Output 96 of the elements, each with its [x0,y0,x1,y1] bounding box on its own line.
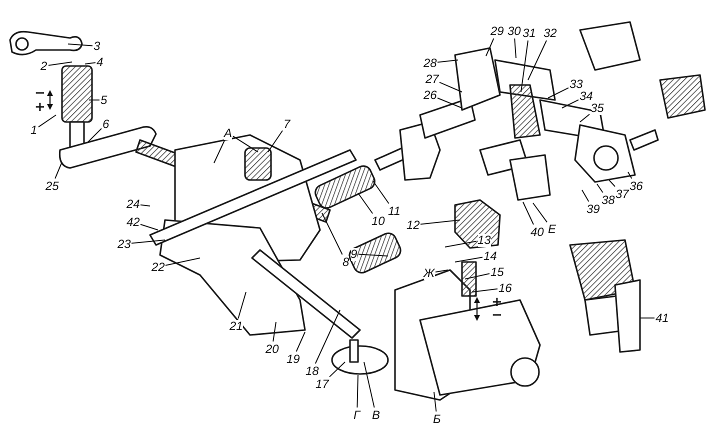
callout-number: В [372,408,380,422]
callout-number: 27 [426,72,439,86]
callout-number: 33 [570,78,583,90]
callout-number: 34 [580,90,593,102]
callout-number: Б [433,412,441,426]
callout-number: 15 [490,266,504,278]
leader-line [562,99,579,108]
callout-number: 18 [306,364,319,378]
callout-number: Ж [424,266,435,280]
callout-number: 42 [126,216,140,228]
leader-line [296,332,306,352]
leader-line [88,128,102,142]
leader-line [140,224,158,230]
callout-number: 26 [424,88,437,102]
callout-number: 23 [118,238,131,250]
leader-line [214,140,225,164]
leader-line [548,87,569,98]
callout-number: 16 [498,282,512,294]
leader-line [272,322,276,342]
callout-number: 1 [30,124,38,136]
callout-number: 38 [602,194,615,206]
leader-line [596,184,604,193]
callout-number: 30 [508,24,521,38]
leader-line [329,362,346,378]
leader-line [84,62,96,64]
callout-number: 11 [388,204,400,218]
callout-number: 7 [284,118,290,130]
callout-number: 24 [126,198,140,210]
callout-number: А [224,126,232,140]
direction-sign: − [492,308,502,322]
leader-line [532,202,548,223]
leader-line [434,392,437,412]
callout-number: 39 [586,202,600,216]
callout-number: Г [354,408,360,422]
leader-line [439,82,462,92]
callout-number: 21 [230,320,243,332]
callout-number: 10 [372,214,385,228]
leader-line [238,292,246,319]
callout-number: 36 [630,180,643,192]
direction-sign: + [34,100,46,114]
callout-number: 3 [94,40,100,52]
leader-line [268,130,283,152]
leader-line [68,44,93,46]
leader-line [435,270,448,272]
callout-number: 8 [342,256,350,268]
callout-number: 40 [530,226,544,238]
leader-line [522,202,534,225]
callout-number: 19 [286,352,300,366]
leader-line [437,98,462,108]
callout-number: 22 [152,260,165,274]
callout-number: 2 [40,60,48,72]
callout-number: 4 [96,56,104,68]
callout-number: 6 [102,118,110,130]
callout-number: 5 [100,94,108,106]
leader-line [420,220,460,225]
callout-number: 28 [424,56,437,70]
leader-line [514,38,516,58]
callout-number: Е [548,222,556,236]
callout-number: 32 [544,26,557,40]
direction-sign: − [34,86,46,100]
leader-line [608,180,616,187]
leader-line [464,273,490,280]
callout-number: 17 [316,378,329,390]
leader-line [322,212,343,255]
leader-line [358,192,374,214]
callout-number: 12 [406,218,420,232]
callout-number: 35 [590,102,604,114]
leader-line [580,114,590,122]
leader-line [437,60,458,63]
leader-line [528,40,547,80]
leader-line [364,362,375,408]
callout-number: 20 [266,342,279,356]
leader-line [140,204,150,206]
leader-line [444,240,477,248]
leader-line [520,40,528,92]
leader-line [486,38,494,56]
leader-line [356,374,358,408]
leader-line [48,62,72,66]
leader-line [232,136,258,152]
callout-number: 14 [484,250,497,262]
leader-line [454,256,483,262]
callout-number: 29 [490,24,504,38]
leader-line [131,240,166,244]
leader-line [472,288,498,292]
callout-number: 37 [616,188,629,200]
leader-line [358,254,388,256]
leader-line [582,190,590,202]
leader-line [54,162,62,179]
callout-number: 25 [46,180,59,192]
leader-line [314,310,340,364]
leader-line [372,180,390,204]
callout-number: 41 [656,312,669,324]
callout-number: 31 [522,26,536,40]
leader-line [628,172,632,179]
leader-line [38,114,56,128]
leader-line [165,258,200,266]
